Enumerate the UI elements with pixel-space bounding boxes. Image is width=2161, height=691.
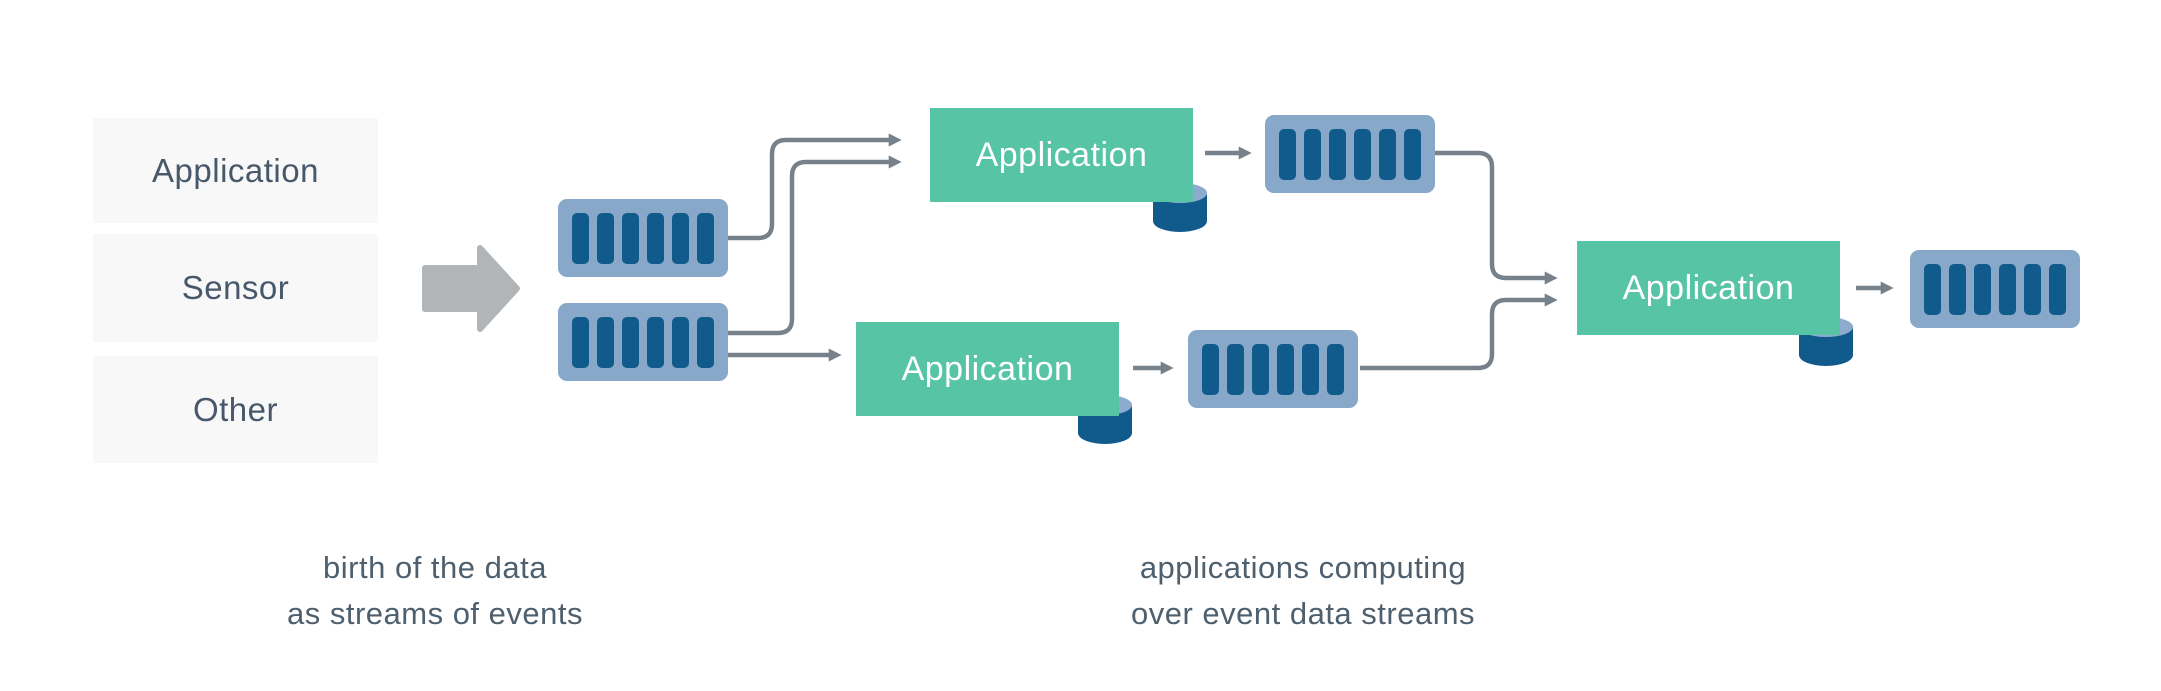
caption-line: over event data streams xyxy=(1130,596,1476,631)
connector-stream1-to-app1 xyxy=(728,133,902,241)
stream-bar xyxy=(1302,343,1319,395)
stream-bar xyxy=(1354,128,1371,180)
stream-bar xyxy=(1252,343,1269,395)
caption-applications-computing: applications computing over event data s… xyxy=(1043,545,1563,637)
connector-stream2-to-app1 xyxy=(727,155,902,336)
connector-stream3-to-app3 xyxy=(1433,150,1558,285)
event-stream-icon xyxy=(1188,330,1358,408)
stream-bar xyxy=(572,212,589,264)
event-stream-icon xyxy=(558,199,728,277)
caption-line: birth of the data xyxy=(323,550,547,585)
stream-bar xyxy=(1379,128,1396,180)
stream-bar xyxy=(597,316,614,368)
stream-bar xyxy=(697,212,714,264)
flow-arrow-icon xyxy=(422,245,520,332)
application-label: Application xyxy=(901,349,1074,388)
stream-bar xyxy=(597,212,614,264)
application-label: Application xyxy=(975,135,1148,174)
source-box-other: Other xyxy=(93,356,378,463)
stream-bar xyxy=(1277,343,1294,395)
stream-bar xyxy=(1329,128,1346,180)
application-box-2: Application xyxy=(856,322,1119,416)
caption-line: applications computing xyxy=(1139,550,1467,585)
stream-bar xyxy=(2024,263,2041,315)
application-box-3: Application xyxy=(1577,241,1840,335)
event-stream-icon xyxy=(1910,250,2080,328)
application-box-1: Application xyxy=(930,108,1193,202)
source-label: Application xyxy=(152,151,319,189)
stream-bar xyxy=(622,316,639,368)
caption-line: as streams of events xyxy=(286,596,583,631)
stream-bar xyxy=(1227,343,1244,395)
stream-bar xyxy=(1279,128,1296,180)
source-label: Other xyxy=(192,390,279,428)
event-stream-icon xyxy=(1265,115,1435,193)
stream-bar xyxy=(672,212,689,264)
stream-bar xyxy=(1949,263,1966,315)
stream-bar xyxy=(1404,128,1421,180)
source-label: Sensor xyxy=(181,269,290,306)
stream-bar xyxy=(647,212,664,264)
stream-bar xyxy=(1304,128,1321,180)
stream-bar xyxy=(1974,263,1991,315)
stream-bar xyxy=(647,316,664,368)
source-box-sensor: Sensor xyxy=(93,234,378,342)
application-label: Application xyxy=(1622,268,1795,307)
stream-bar xyxy=(1327,343,1344,395)
source-box-application: Application xyxy=(93,118,378,223)
stream-bar xyxy=(1924,263,1941,315)
stream-bar xyxy=(2049,263,2066,315)
stream-bar xyxy=(1999,263,2016,315)
stream-bar xyxy=(697,316,714,368)
stream-bar xyxy=(1202,343,1219,395)
stream-bar xyxy=(672,316,689,368)
event-stream-icon xyxy=(558,303,728,381)
caption-birth-of-data: birth of the data as streams of events xyxy=(175,545,695,637)
connector-stream4-to-app3 xyxy=(1360,293,1558,371)
stream-bar xyxy=(572,316,589,368)
stream-bar xyxy=(622,212,639,264)
